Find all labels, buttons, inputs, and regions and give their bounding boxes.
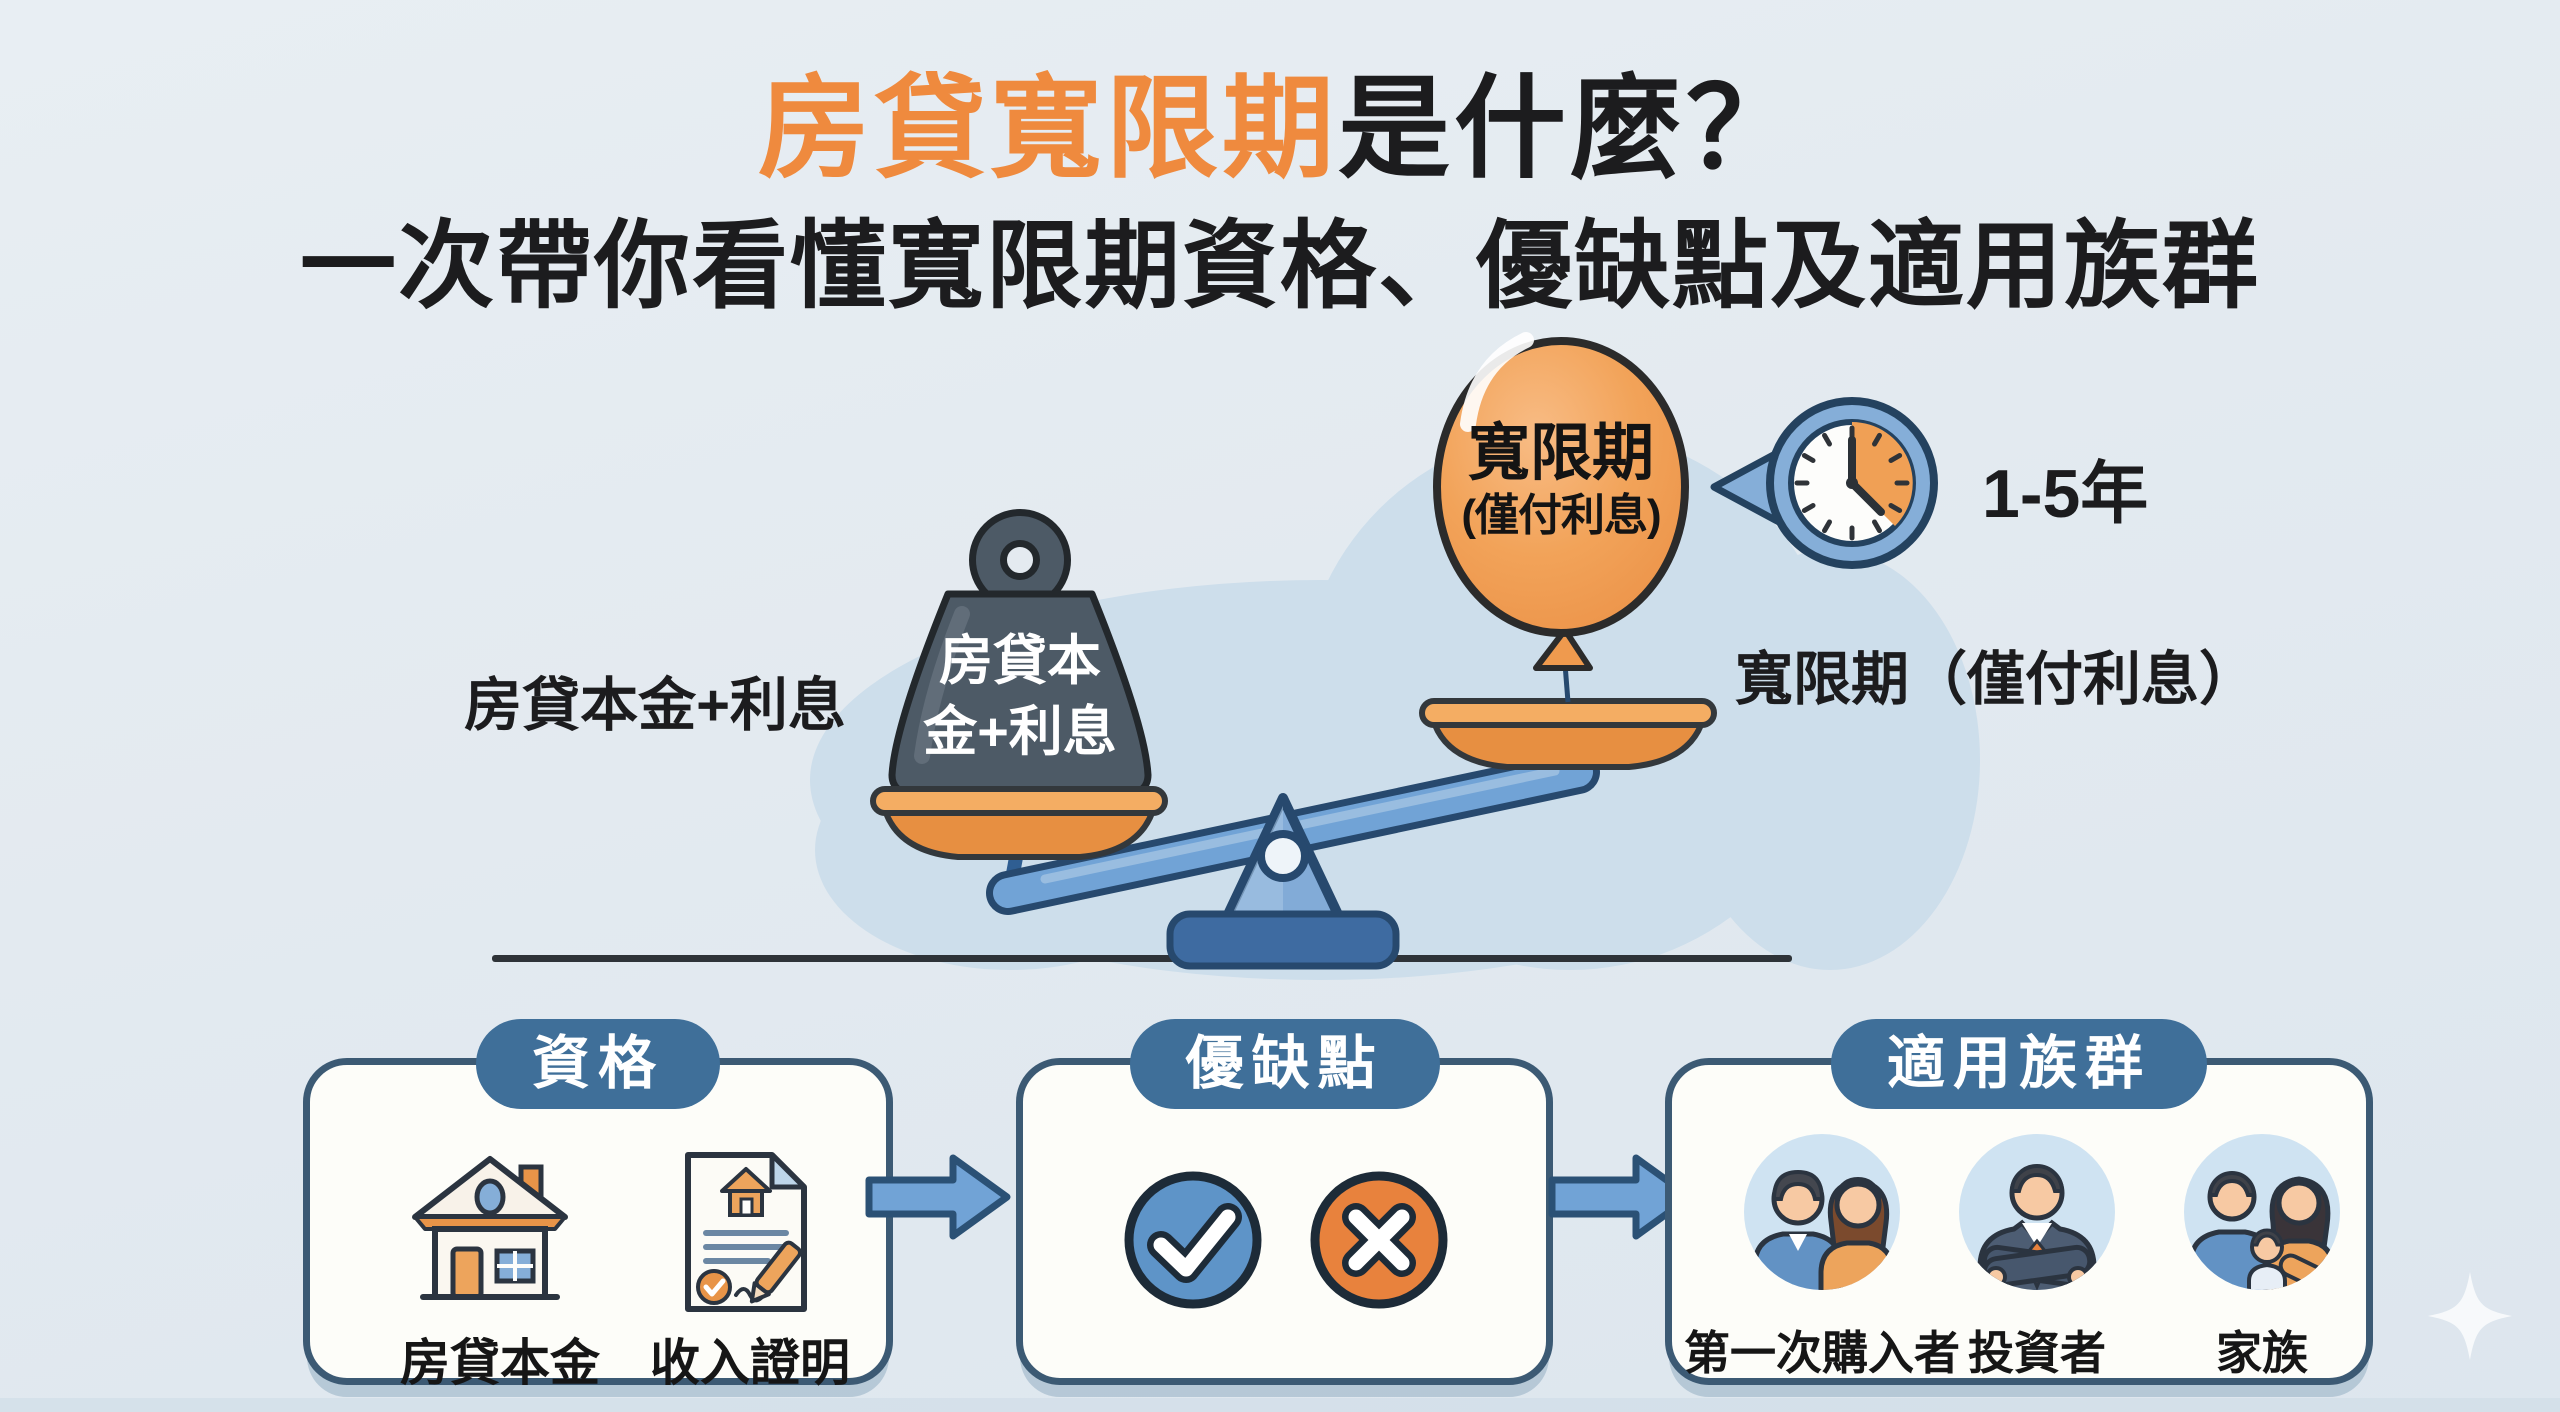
- pros-cons-card-header: 優缺點: [1129, 1019, 1440, 1109]
- balloon-note: (僅付利息): [1461, 491, 1661, 541]
- title-rest: 是什麼？: [1338, 66, 1802, 191]
- bottom-edge-tint: [0, 1398, 2560, 1412]
- grace-period-balloon-icon: [1433, 332, 1689, 703]
- pros-cons-card: 優缺點: [1016, 1019, 1553, 1385]
- family-label: 家族: [2216, 1327, 2308, 1379]
- title-highlight: 房貸寬限期: [758, 66, 1338, 191]
- house-icon: [412, 1156, 568, 1300]
- page-title: 房貸寬限期是什麼？: [0, 38, 2560, 200]
- first-time-buyers-label: 第一次購入者: [1684, 1327, 1960, 1379]
- income-item-label: 收入證明: [650, 1335, 850, 1391]
- principal-plus-interest-label: 房貸本金+利息: [464, 673, 846, 738]
- weight-text-line1: 房貸本: [939, 631, 1101, 691]
- balloon-title: 寬限期: [1467, 419, 1654, 488]
- arrow-right-icon: [865, 1154, 1011, 1240]
- house-item-label: 房貸本金: [400, 1335, 600, 1391]
- grace-period-label: 寬限期（僅付利息）: [1734, 647, 2257, 712]
- applicable-groups-card: 適用族群: [1665, 1019, 2373, 1385]
- qualification-card-header: 資格: [475, 1019, 721, 1109]
- left-scale-pan: [870, 786, 1168, 860]
- first-time-buyers-icon: [1744, 1134, 1900, 1290]
- check-circle-icon: [1124, 1171, 1262, 1309]
- income-proof-document-icon: [685, 1152, 807, 1312]
- cross-circle-icon: [1310, 1171, 1448, 1309]
- weight-text-line2: 金+利息: [923, 702, 1117, 763]
- family-icon: [2184, 1134, 2340, 1290]
- applicable-groups-card-header: 適用族群: [1830, 1019, 2208, 1109]
- ground-line: [492, 955, 1792, 962]
- investor-icon: [1959, 1134, 2115, 1290]
- page-subtitle: 一次帶你看懂寬限期資格、優缺點及適用族群: [300, 213, 2260, 320]
- sparkle-decoration: [2428, 1272, 2512, 1360]
- scale-pivot: [1210, 793, 1356, 947]
- qualification-card: 資格: [303, 1019, 893, 1391]
- investor-label: 投資者: [1968, 1327, 2106, 1379]
- weight-text: 房貸本 金+利息: [880, 626, 1160, 769]
- arrow-right-icon: [1548, 1154, 1694, 1240]
- right-scale-pan: [1419, 698, 1717, 770]
- mortgage-weight-icon: [888, 509, 1152, 799]
- grace-period-duration-label: 1-5年: [1982, 456, 2149, 532]
- clock-icon: [1710, 397, 1938, 569]
- balloon-text: 寬限期 (僅付利息): [1400, 419, 1722, 543]
- scale-base: [1166, 910, 1400, 970]
